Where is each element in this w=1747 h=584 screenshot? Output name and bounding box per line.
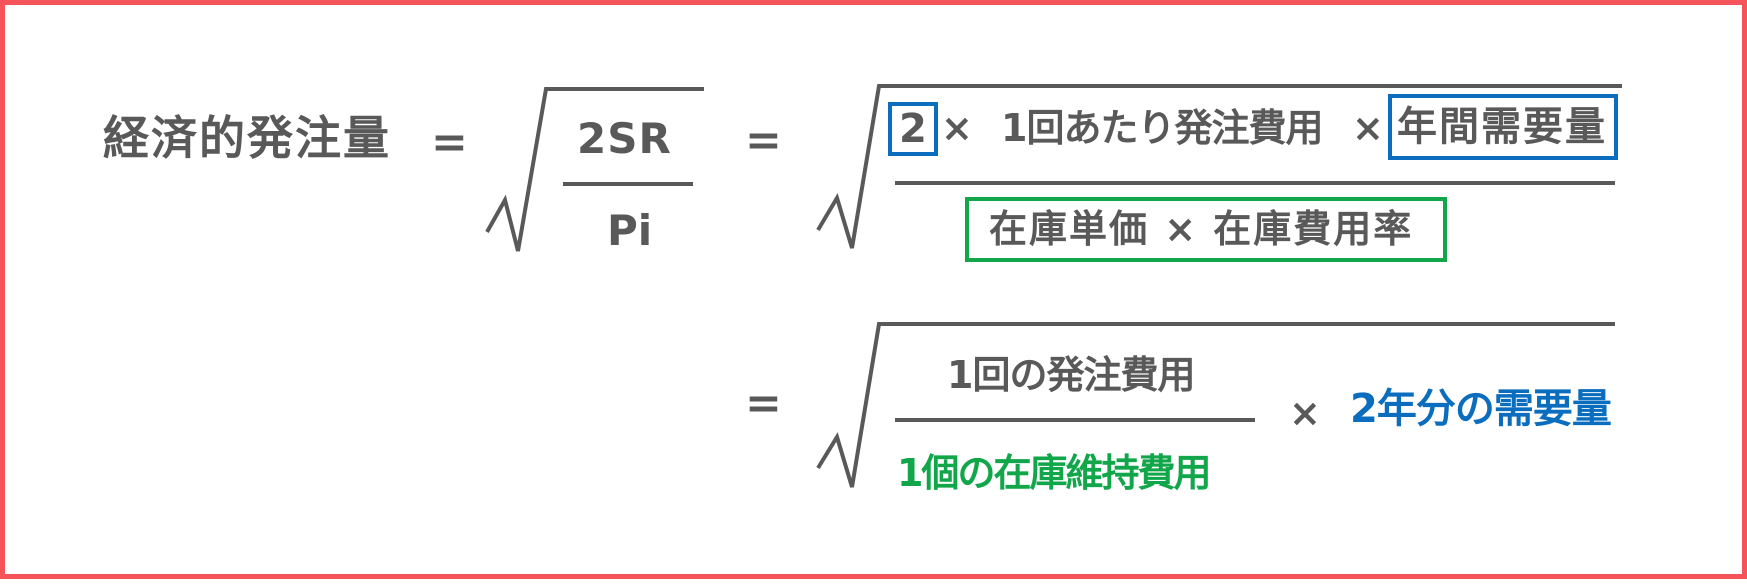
biennial-demand: 2年分の需要量	[1350, 386, 1612, 432]
step1-numerator: 2SR	[577, 114, 672, 163]
step3-denominator: 1個の在庫維持費用	[897, 451, 1211, 495]
sqrt-sign-2	[816, 84, 1622, 249]
equals-sign-3: =	[745, 378, 782, 429]
times-sign-2: ×	[1352, 106, 1384, 150]
denominator-box	[965, 197, 1447, 262]
sqrt-sign-3	[816, 322, 1615, 488]
order-cost-per-order: 1回あたり発注費用	[1001, 106, 1323, 150]
step3-numerator: 1回の発注費用	[947, 353, 1195, 397]
formula-lhs-label: 経済的発注量	[103, 111, 391, 165]
equals-sign-2: =	[745, 115, 782, 166]
times-sign-1: ×	[941, 106, 973, 150]
annual-demand: 年間需要量	[1397, 104, 1607, 150]
annual-demand-box	[1388, 94, 1618, 160]
sqrt-sign-1	[485, 87, 704, 252]
times-sign-3: ×	[1289, 391, 1321, 435]
factor-two: 2	[899, 106, 927, 152]
equals-sign-1: =	[431, 117, 468, 168]
unit-price-times-cost-rate: 在庫単価 × 在庫費用率	[989, 207, 1414, 251]
step1-denominator: Pi	[607, 206, 653, 255]
factor-two-box	[888, 102, 938, 156]
formula-strokes	[485, 84, 1622, 488]
